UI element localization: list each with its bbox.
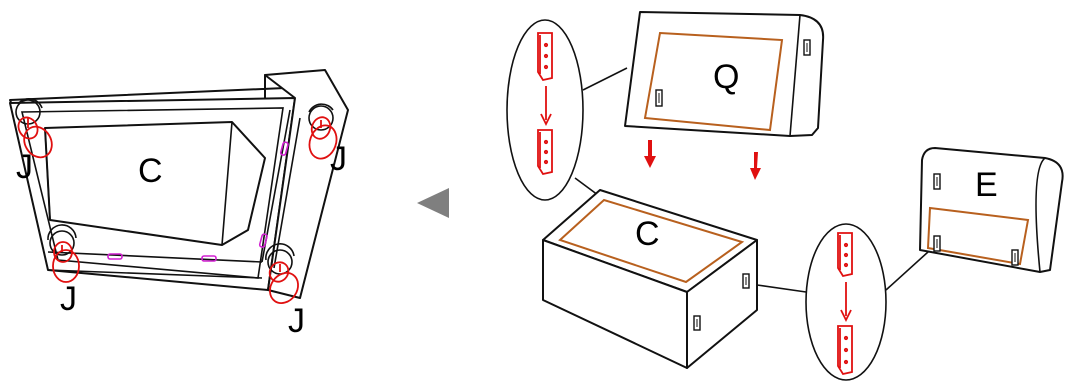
connector-line bbox=[756, 284, 807, 293]
base-underside-view: C J J J J bbox=[9, 69, 349, 340]
bracket-icon bbox=[803, 39, 811, 56]
label-base-left: C bbox=[138, 152, 163, 190]
frame-marking bbox=[643, 31, 784, 132]
label-foot-2: J bbox=[330, 140, 347, 178]
frame-marking bbox=[926, 206, 1030, 266]
bracket-icon bbox=[655, 89, 663, 107]
base-recess-bevel bbox=[44, 121, 233, 246]
fastener-side-lower bbox=[258, 233, 268, 248]
fastener-left bbox=[107, 253, 123, 260]
bracket-icon bbox=[537, 129, 553, 176]
bracket-icon bbox=[537, 32, 553, 82]
bracket-detail-bottom bbox=[805, 223, 887, 381]
label-foot-3: J bbox=[60, 280, 77, 318]
fastener-middle bbox=[201, 255, 217, 262]
red-down-arrow-icon bbox=[750, 152, 761, 180]
label-foot-1: J bbox=[16, 148, 33, 186]
frame-marking bbox=[558, 198, 745, 284]
bracket-icon bbox=[933, 173, 941, 190]
bracket-icon bbox=[1011, 249, 1019, 266]
label-base-right: C bbox=[635, 215, 660, 253]
bracket-icon bbox=[693, 315, 701, 331]
label-arm: E bbox=[975, 166, 998, 204]
step-arrow-icon bbox=[417, 188, 449, 218]
red-down-arrow-icon bbox=[644, 140, 656, 168]
fastener-side-upper bbox=[279, 141, 289, 156]
label-back: Q bbox=[713, 58, 739, 96]
base-cushion-box: C bbox=[542, 189, 758, 369]
foot-top-left bbox=[15, 98, 53, 159]
bracket-detail-top bbox=[506, 19, 584, 201]
foot-bottom-right bbox=[265, 243, 299, 304]
bracket-icon bbox=[837, 325, 853, 376]
down-arrowhead-icon bbox=[540, 113, 552, 127]
bracket-icon bbox=[837, 232, 853, 278]
bracket-icon bbox=[742, 273, 750, 289]
back-cushion: Q bbox=[624, 11, 825, 137]
base-bottom-rail bbox=[47, 251, 263, 279]
base-side-panel bbox=[264, 69, 349, 299]
arm-cushion: E bbox=[919, 147, 1064, 273]
foot-top-right bbox=[308, 103, 338, 160]
down-arrowhead-icon bbox=[840, 309, 852, 323]
bracket-icon bbox=[933, 235, 941, 252]
foot-bottom-left bbox=[47, 224, 80, 283]
connector-line bbox=[582, 67, 628, 91]
label-foot-4: J bbox=[288, 302, 305, 340]
connector-line bbox=[885, 251, 929, 291]
